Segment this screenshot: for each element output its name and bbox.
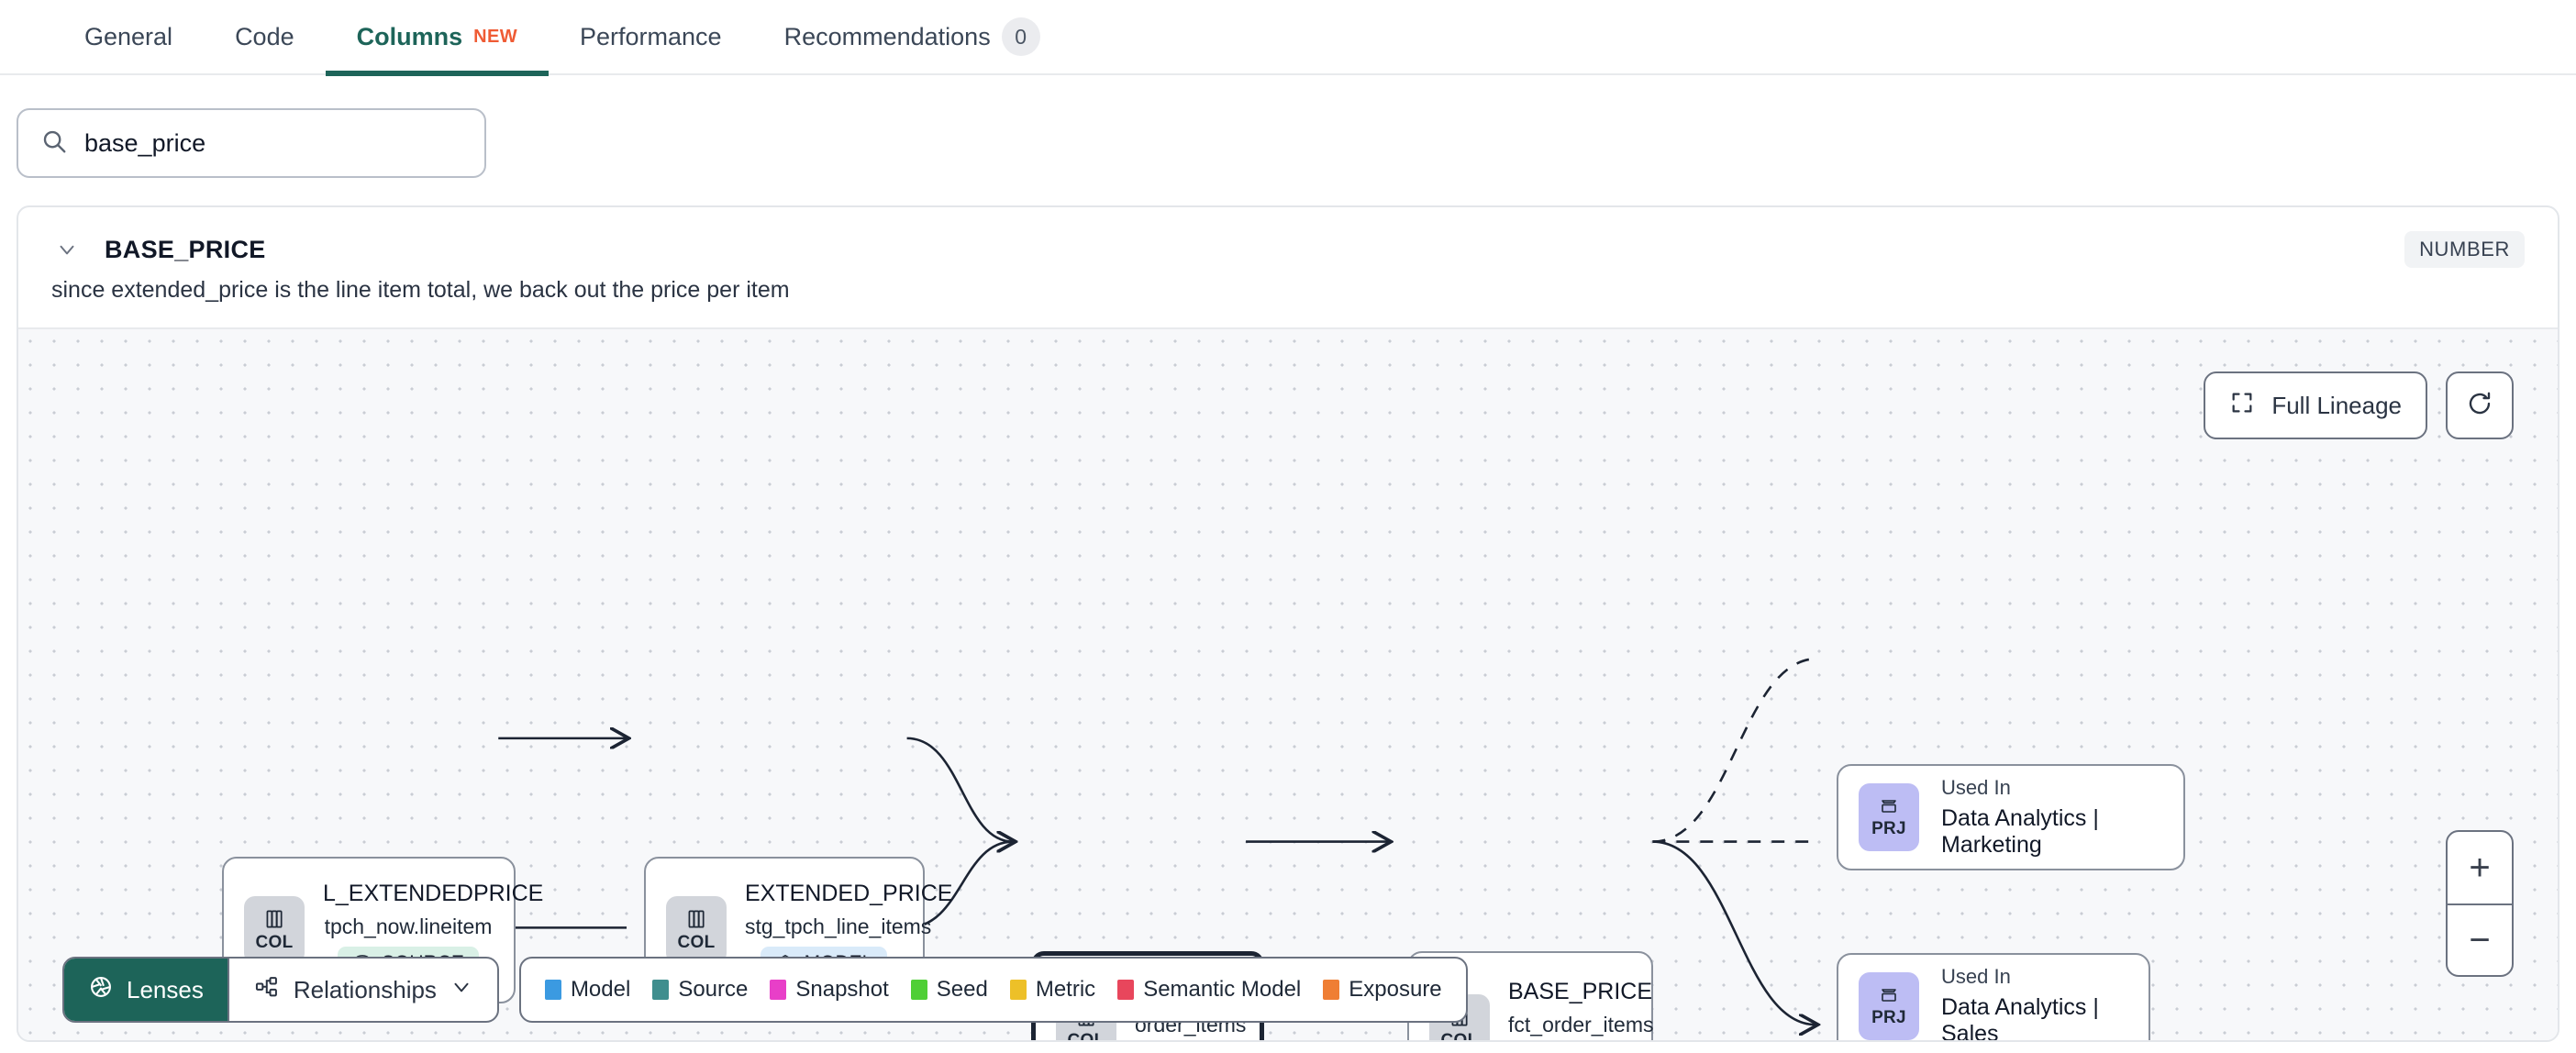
lenses-relationships-group: Lenses Relationships xyxy=(62,957,499,1023)
lineage-top-controls: Full Lineage xyxy=(2204,371,2514,439)
legend-item: Semantic Model xyxy=(1117,977,1301,1003)
relationships-dropdown[interactable]: Relationships xyxy=(227,959,497,1021)
node-title: EXTENDED_PRICE xyxy=(745,881,953,906)
legend-label: Metric xyxy=(1035,977,1096,1002)
node-used-in-label: Used In xyxy=(1941,965,2011,988)
columns-icon xyxy=(266,910,283,928)
graph-nodes-icon xyxy=(253,974,281,1006)
col-badge: COL xyxy=(244,896,305,964)
node-subtitle: stg_tpch_line_items xyxy=(745,914,932,938)
legend-swatch xyxy=(770,980,787,1000)
zoom-controls: + − xyxy=(2446,830,2514,977)
tab-columns[interactable]: Columns NEW xyxy=(325,0,550,76)
project-icon xyxy=(1882,800,1896,813)
col-badge-label: COL xyxy=(1067,1031,1105,1042)
lineage-bottom-bar: Lenses Relationships xyxy=(62,957,1468,1023)
legend-label: Source xyxy=(678,977,749,1002)
tab-code[interactable]: Code xyxy=(204,0,326,74)
tab-label: General xyxy=(84,22,173,50)
tab-label: Recommendations xyxy=(783,22,991,50)
col-badge-label: COL xyxy=(255,933,294,952)
lenses-button[interactable]: Lenses xyxy=(64,959,228,1021)
node-subtitle: tpch_now.lineitem xyxy=(324,914,493,938)
tab-general[interactable]: General xyxy=(53,0,204,74)
tab-recommendations[interactable]: Recommendations 0 xyxy=(753,0,1071,74)
refresh-icon xyxy=(2466,390,2493,422)
tab-performance[interactable]: Performance xyxy=(549,0,753,74)
project-icon xyxy=(1882,989,1896,1002)
col-badge: COL xyxy=(666,896,727,964)
recommendations-count-badge: 0 xyxy=(1001,17,1040,56)
column-type-badge: NUMBER xyxy=(2404,231,2525,268)
node-project-marketing[interactable]: PRJ Used In Data Analytics | Marketing xyxy=(1837,764,2185,870)
tab-new-badge: NEW xyxy=(473,26,517,47)
tab-label: Performance xyxy=(580,22,722,50)
legend-label: Snapshot xyxy=(795,977,889,1002)
refresh-button[interactable] xyxy=(2446,371,2514,439)
prj-badge: PRJ xyxy=(1859,972,1919,1040)
node-subtitle: fct_order_items xyxy=(1508,1013,1654,1036)
tab-bar: General Code Columns NEW Performance Rec… xyxy=(0,0,2576,76)
node-used-in-label: Used In xyxy=(1941,776,2011,799)
chevron-down-icon[interactable] xyxy=(51,238,83,261)
legend-item: Exposure xyxy=(1323,977,1442,1003)
node-title: L_EXTENDEDPRICE xyxy=(323,881,544,906)
legend-item: Model xyxy=(544,977,631,1003)
legend-swatch xyxy=(1117,980,1135,1000)
legend-label: Seed xyxy=(936,977,988,1002)
search-input[interactable]: base_price xyxy=(17,108,486,178)
column-description: since extended_price is the line item to… xyxy=(51,277,790,303)
lineage-canvas[interactable]: COL L_EXTENDEDPRICE tpch_now.lineitem SO… xyxy=(18,327,2558,1042)
legend-item: Snapshot xyxy=(770,977,889,1003)
col-badge-label: COL xyxy=(677,933,716,952)
columns-icon xyxy=(688,910,705,928)
search-value: base_price xyxy=(84,128,206,157)
lenses-label: Lenses xyxy=(127,975,204,1003)
relationships-label: Relationships xyxy=(293,975,437,1003)
prj-badge: PRJ xyxy=(1859,783,1919,851)
legend-swatch xyxy=(910,980,927,1000)
legend-label: Exposure xyxy=(1349,977,1442,1002)
search-area: base_price xyxy=(0,75,2576,178)
legend-item: Seed xyxy=(910,977,988,1003)
chevron-down-icon xyxy=(450,975,473,1005)
col-badge-label: COL xyxy=(1440,1031,1479,1042)
aperture-icon xyxy=(88,974,114,1006)
node-project-sales[interactable]: PRJ Used In Data Analytics | Sales xyxy=(1837,953,2150,1042)
zoom-out-button[interactable]: − xyxy=(2448,903,2512,975)
legend-label: Model xyxy=(570,977,631,1002)
zoom-in-button[interactable]: + xyxy=(2469,848,2491,888)
full-lineage-label: Full Lineage xyxy=(2271,391,2402,419)
page-title: BASE_PRICE xyxy=(105,235,266,263)
expand-icon xyxy=(2229,390,2255,422)
tab-label: Code xyxy=(235,22,294,50)
column-panel: BASE_PRICE NUMBER since extended_price i… xyxy=(17,205,2559,1042)
legend-swatch xyxy=(1009,980,1027,1000)
node-title: BASE_PRICE xyxy=(1508,979,1653,1004)
lineage-legend: Model Source Snapshot Seed Metric xyxy=(518,957,1468,1023)
search-icon xyxy=(40,127,68,160)
node-project-name: Data Analytics | Marketing xyxy=(1941,805,2099,858)
node-project-name: Data Analytics | Sales xyxy=(1941,994,2099,1042)
legend-swatch xyxy=(1323,980,1340,1000)
legend-item: Source xyxy=(652,977,748,1003)
legend-label: Semantic Model xyxy=(1143,977,1302,1002)
full-lineage-button[interactable]: Full Lineage xyxy=(2204,371,2427,439)
prj-badge-label: PRJ xyxy=(1871,1008,1906,1027)
column-panel-header: BASE_PRICE NUMBER xyxy=(18,207,2558,277)
tab-label: Columns xyxy=(356,22,463,50)
prj-badge-label: PRJ xyxy=(1871,819,1906,838)
legend-item: Metric xyxy=(1009,977,1096,1003)
legend-swatch xyxy=(544,980,561,1000)
legend-swatch xyxy=(652,980,670,1000)
